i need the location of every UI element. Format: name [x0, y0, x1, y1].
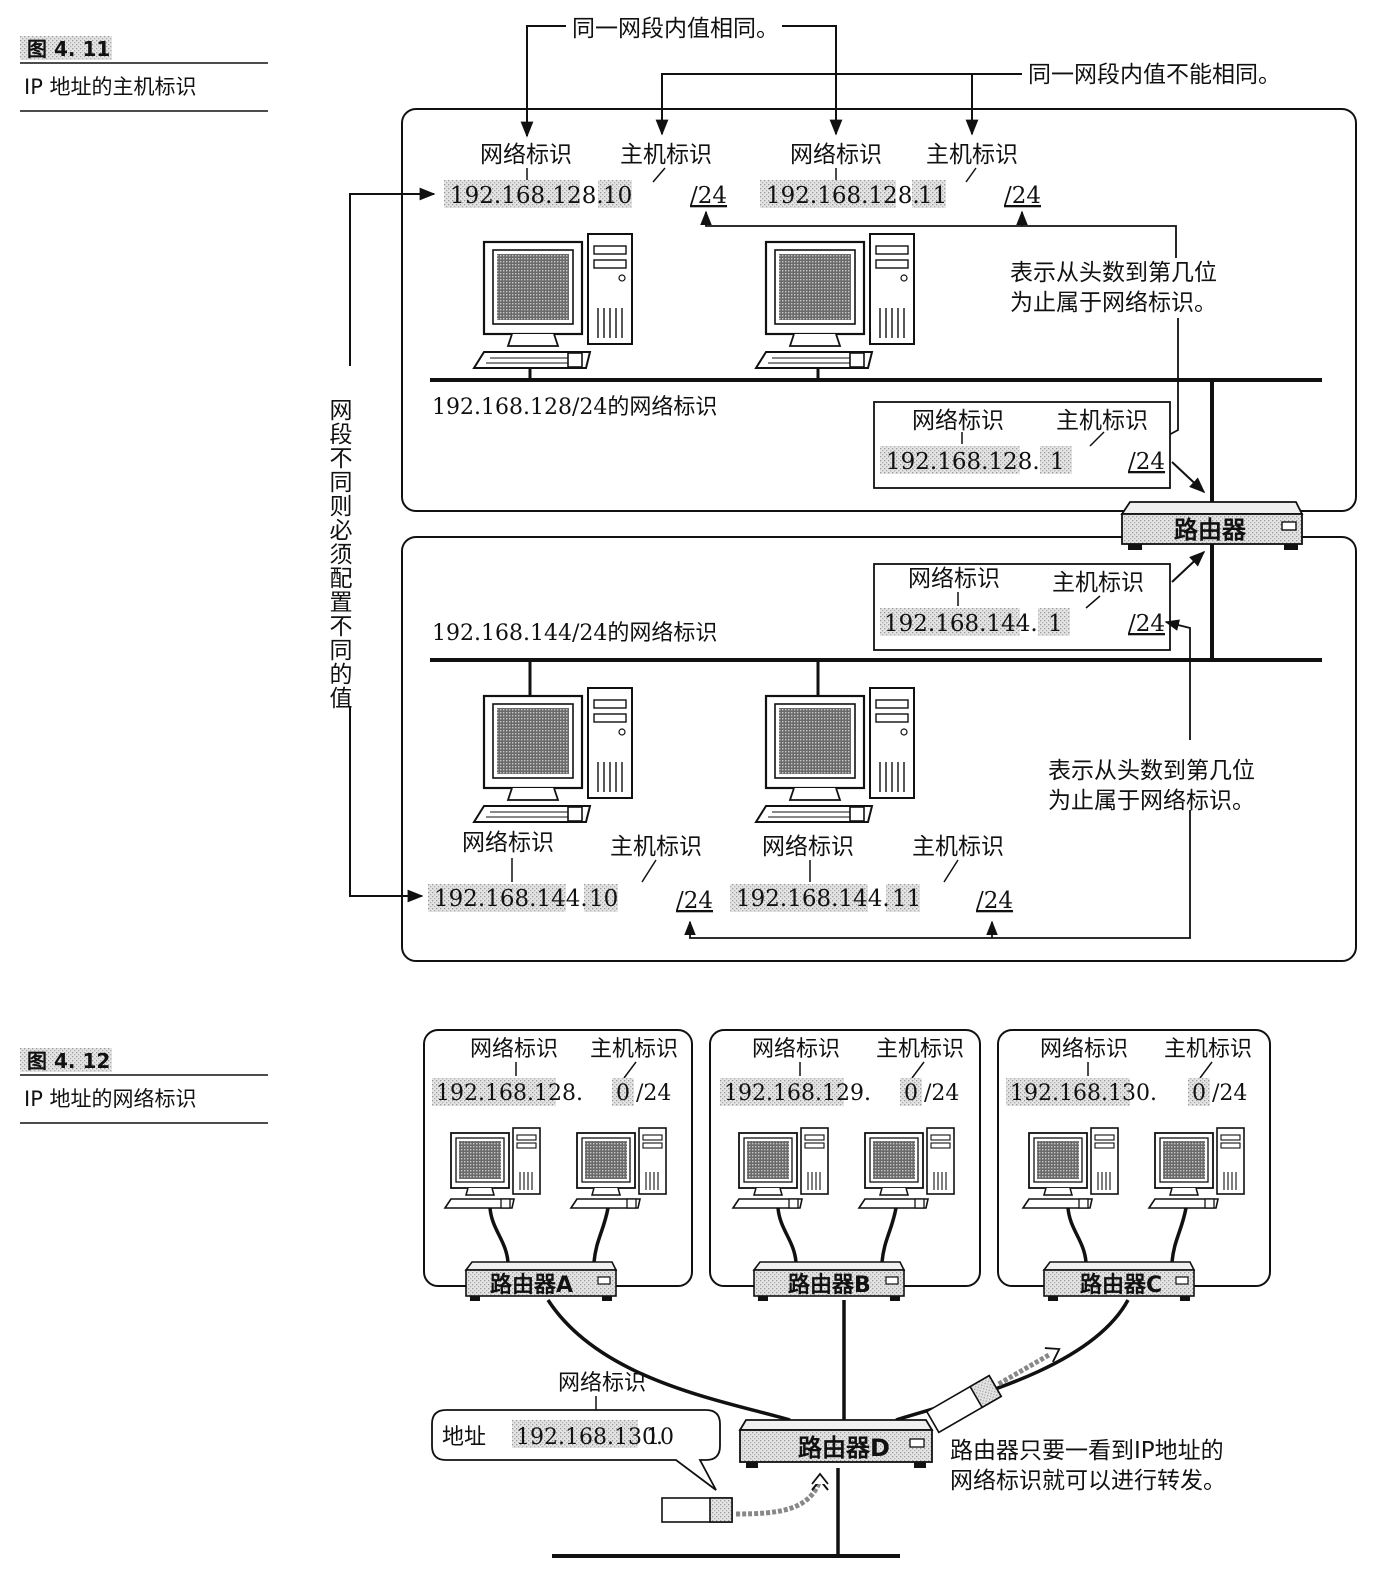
net-a-network: 192.168.128.: [436, 1081, 583, 1106]
net-c-network: 192.168.130.: [1010, 1081, 1157, 1106]
net-b-net-label: 网络标识: [752, 1037, 840, 1062]
bottom-host2-host: 11: [892, 886, 921, 912]
bottom-host1-host: 10: [589, 886, 618, 912]
figure-caption-2: IP 地址的网络标识: [24, 1087, 197, 1111]
top-host2-host-label: 主机标识: [926, 142, 1018, 168]
top-host1-host-label: 主机标识: [620, 142, 712, 168]
packet-incoming: [661, 1472, 829, 1523]
bubble-net-label: 网络标识: [558, 1371, 646, 1396]
net-c-prefix: /24: [1212, 1081, 1247, 1106]
router-d-label: 路由器D: [798, 1434, 890, 1462]
net-b-prefix: /24: [924, 1081, 959, 1106]
router-c-label: 路由器C: [1080, 1272, 1162, 1298]
bottom-host2-network: 192.168.144.: [736, 886, 890, 912]
net-c-pc-1: [1022, 1127, 1119, 1209]
net-b-network: 192.168.129.: [724, 1081, 871, 1106]
bottom-host2-host-label: 主机标识: [912, 834, 1004, 860]
figure-4-11: 图 4. 11 IP 地址的主机标识 同一网段内值相同。 同一网段内值不能相同。…: [20, 16, 1357, 962]
router-if-bottom-host: 1: [1048, 611, 1063, 637]
figure-caption: IP 地址的主机标识: [24, 75, 197, 99]
network-144-box: [401, 536, 1357, 962]
router-b-label: 路由器B: [788, 1272, 871, 1298]
net-a-prefix: /24: [636, 1081, 671, 1106]
router-if-bottom-prefix: /24: [1128, 611, 1165, 637]
bottom-pc-1: [472, 686, 634, 824]
prefix-note-bottom-line1: 表示从头数到第几位: [1048, 758, 1255, 784]
bottom-host1-net-label: 网络标识: [462, 830, 554, 856]
top-host2-net-label: 网络标识: [790, 142, 882, 168]
note-different-value: 同一网段内值不能相同。: [1028, 62, 1281, 88]
top-host1-prefix: /24: [690, 183, 727, 209]
bottom-host2-net-label: 网络标识: [762, 834, 854, 860]
note-same-value: 同一网段内值相同。: [572, 16, 779, 42]
router-d: 路由器D: [738, 1419, 934, 1468]
net-c-host-label: 主机标识: [1164, 1037, 1252, 1062]
address-bubble: [431, 1409, 721, 1491]
router-a: 路由器A: [464, 1261, 618, 1301]
net-a-host-label: 主机标识: [590, 1037, 678, 1062]
bottom-host1-prefix: /24: [676, 888, 713, 914]
bubble-addr-label: 地址: [442, 1425, 486, 1450]
router-if-top-host: 1: [1050, 449, 1065, 475]
packet-outgoing: [925, 1347, 1061, 1434]
router-if-bottom-network: 192.168.144.: [884, 611, 1038, 637]
bottom-network-label: 192.168.144/24的网络标识: [432, 621, 717, 646]
router-if-bottom-net-label: 网络标识: [908, 566, 1000, 592]
net-b-pc-2: [858, 1127, 955, 1209]
bottom-host1-network: 192.168.144.: [434, 886, 588, 912]
net-a-pc-2: [570, 1127, 667, 1209]
router-b: 路由器B: [752, 1261, 906, 1301]
network-128-box: [401, 108, 1357, 512]
top-host1-host: 10: [603, 183, 632, 209]
net-b-host-label: 主机标识: [876, 1037, 964, 1062]
net-a-net-label: 网络标识: [470, 1037, 558, 1062]
vertical-note: 网段不同则必须配置不同的值: [325, 398, 353, 710]
router-if-top-network: 192.168.128.: [886, 449, 1040, 475]
prefix-note-top-line2: 为止属于网络标识。: [1010, 290, 1217, 316]
figure-label: 图 4. 11: [27, 37, 110, 61]
top-host1-net-label: 网络标识: [480, 142, 572, 168]
top-pc-1: [472, 232, 634, 370]
top-host2-network: 192.168.128.: [766, 183, 920, 209]
bubble-host: 10: [646, 1425, 674, 1450]
figure-label-2: 图 4. 12: [27, 1049, 110, 1073]
net-a-host: 0: [616, 1081, 630, 1106]
top-host2-prefix: /24: [1004, 183, 1041, 209]
forward-note-line2: 网络标识就可以进行转发。: [950, 1468, 1226, 1494]
router-c: 路由器C: [1042, 1261, 1196, 1301]
router-if-top-prefix: /24: [1128, 449, 1165, 475]
bubble-network: 192.168.130.: [516, 1425, 663, 1450]
router: 路由器: [1120, 501, 1304, 550]
net-c-net-label: 网络标识: [1040, 1037, 1128, 1062]
router-if-top-host-label: 主机标识: [1056, 408, 1148, 434]
bottom-host1-host-label: 主机标识: [610, 834, 702, 860]
bottom-host2-prefix: /24: [976, 888, 1013, 914]
net-b-host: 0: [904, 1081, 918, 1106]
figure-4-12: 图 4. 12 IP 地址的网络标识 网络标识 主机标识 192.168.128…: [20, 1029, 1271, 1558]
forward-note-line1: 路由器只要一看到IP地址的: [950, 1438, 1224, 1464]
router-if-bottom-host-label: 主机标识: [1052, 570, 1144, 596]
top-pc-2: [754, 232, 916, 370]
top-host1-network: 192.168.128.: [450, 183, 604, 209]
net-a-pc-1: [444, 1127, 541, 1209]
prefix-note-top-line1: 表示从头数到第几位: [1010, 260, 1217, 286]
top-network-label: 192.168.128/24的网络标识: [432, 395, 717, 420]
router-label: 路由器: [1174, 516, 1247, 544]
net-b-pc-1: [732, 1127, 829, 1209]
net-c-host: 0: [1192, 1081, 1206, 1106]
router-if-top-net-label: 网络标识: [912, 408, 1004, 434]
net-c-pc-2: [1148, 1127, 1245, 1209]
prefix-note-bottom-line2: 为止属于网络标识。: [1048, 788, 1255, 814]
figure-label-bg: [20, 36, 112, 60]
top-host2-host: 11: [918, 183, 947, 209]
bottom-pc-2: [754, 686, 916, 824]
router-a-label: 路由器A: [490, 1272, 573, 1298]
